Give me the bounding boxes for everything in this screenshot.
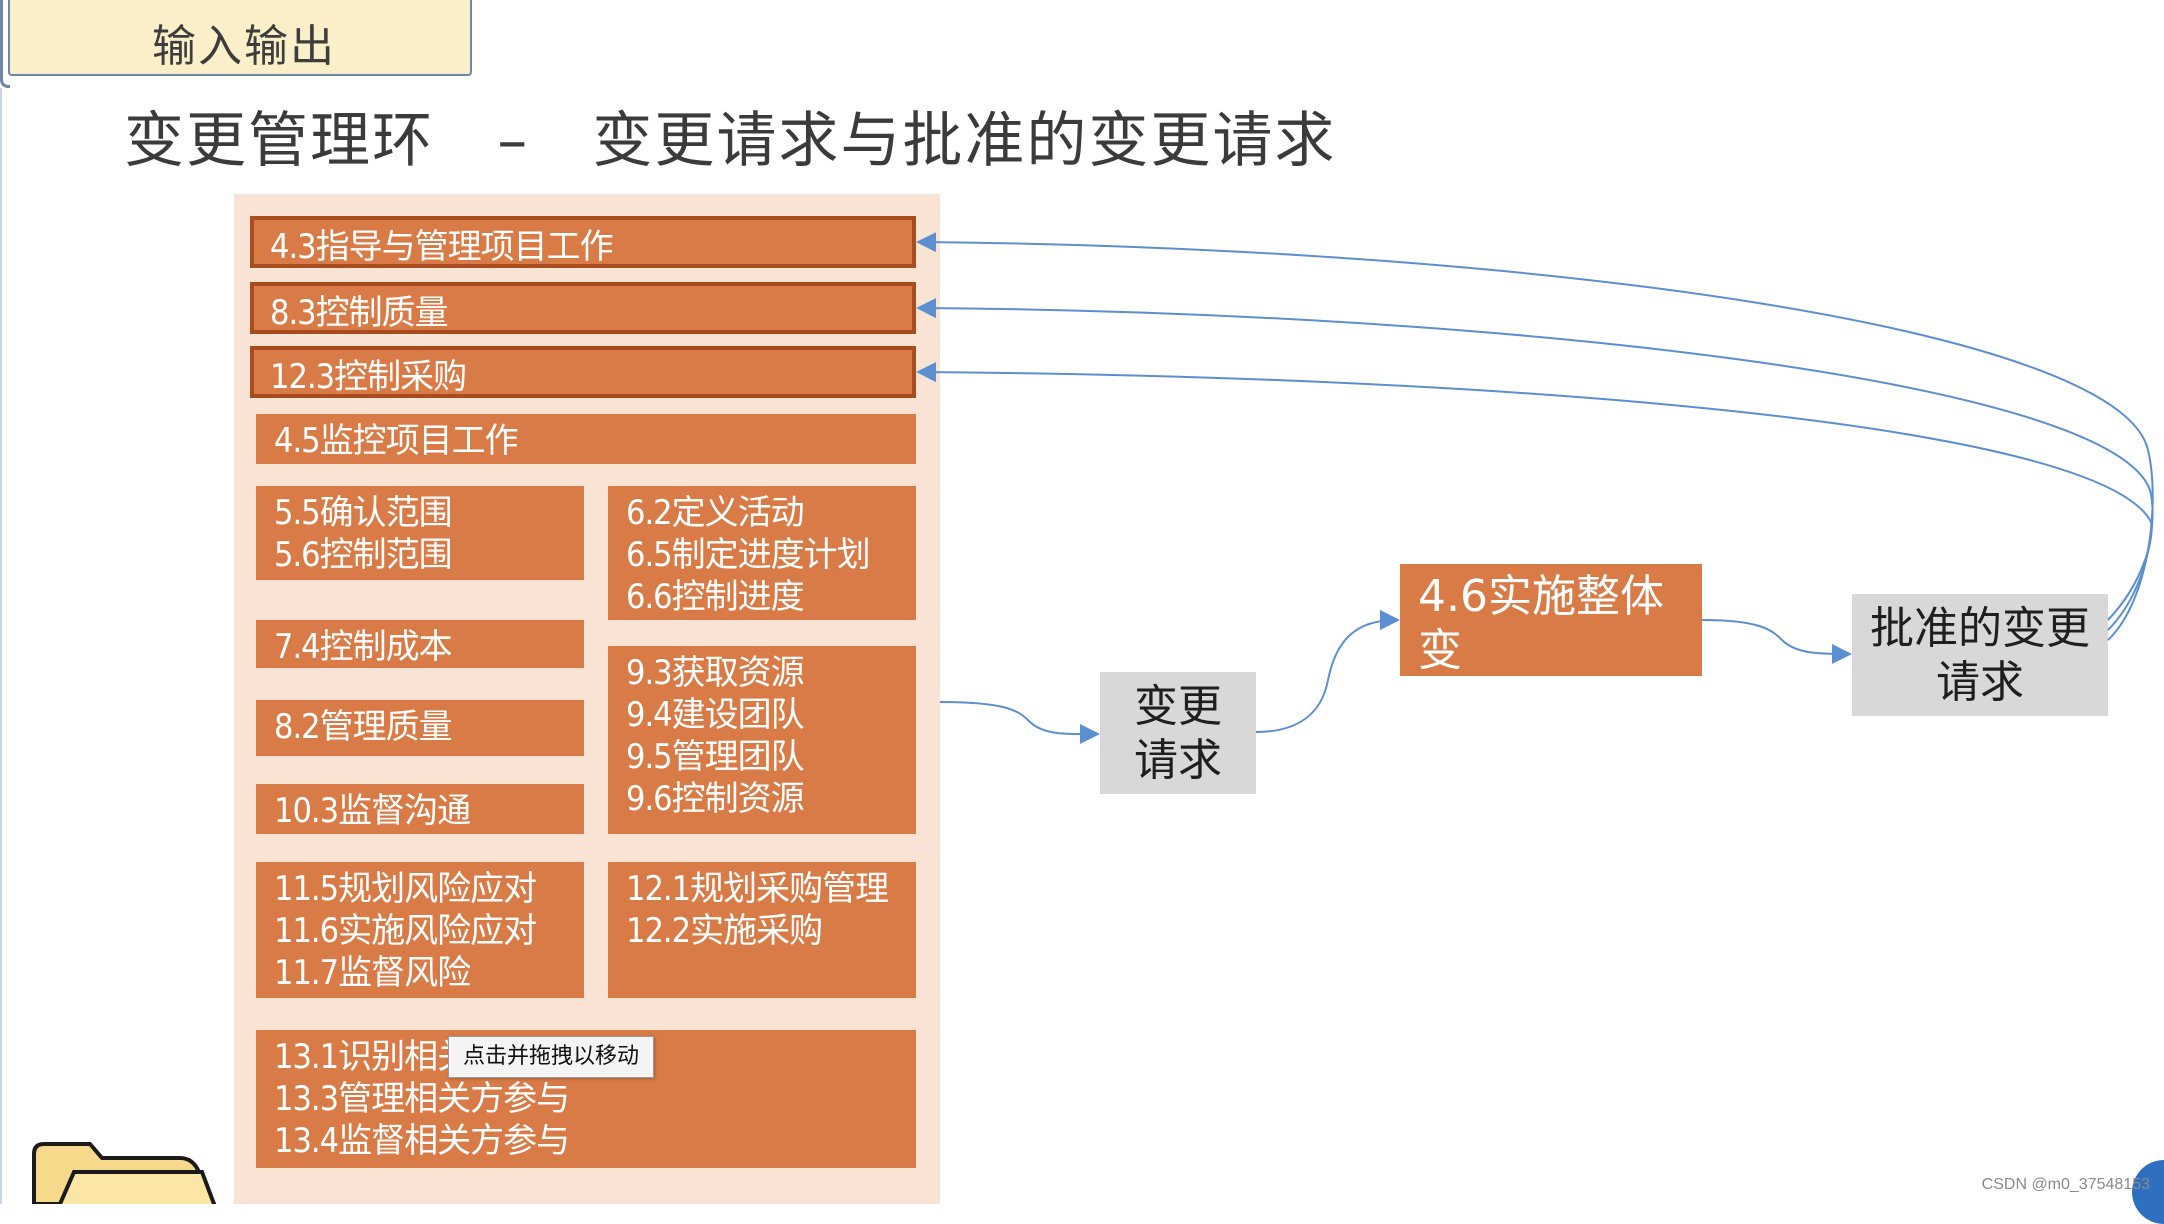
process-label: 7.4控制成本 — [274, 627, 453, 667]
process-label: 13.4监督相关方参与 — [274, 1121, 570, 1161]
arrow-approved-to-4-3 — [916, 232, 2154, 641]
process-label: 9.4建设团队 — [626, 695, 805, 735]
section-tab: 输入输出 — [8, 0, 472, 76]
slide-frame-edge — [0, 88, 2, 1204]
process-12-3: 12.3控制采购 — [250, 346, 916, 398]
arrow-change-request-to-control — [1255, 610, 1400, 733]
process-label: 4.3指导与管理项目工作 — [270, 227, 614, 267]
process-group-5: 5.5确认范围 5.6控制范围 — [256, 486, 584, 580]
process-label: 12.2实施采购 — [626, 911, 823, 951]
process-label: 12.1规划采购管理 — [626, 869, 889, 909]
process-group-9: 9.3获取资源 9.4建设团队 9.5管理团队 9.6控制资源 — [608, 646, 916, 834]
process-4-3: 4.3指导与管理项目工作 — [250, 216, 916, 268]
process-label: 5.6控制范围 — [274, 535, 453, 575]
process-label: 6.5制定进度计划 — [626, 535, 871, 575]
drag-tooltip: 点击并拖拽以移动 — [448, 1036, 654, 1078]
watermark: CSDN @m0_37548153 — [1981, 1176, 2150, 1193]
process-label: 11.6实施风险应对 — [274, 911, 537, 951]
arrow-panel-to-change-request — [939, 701, 1100, 745]
arrow-control-to-approved — [1701, 619, 1852, 664]
slide-frame-corner — [0, 0, 10, 88]
process-label: 8.2管理质量 — [274, 707, 453, 747]
process-group-13: 13.1识别相关方 13.3管理相关方参与 13.4监督相关方参与 — [256, 1030, 916, 1168]
approved-change-request-line: 批准的变更 — [1870, 603, 2090, 654]
arrow-approved-to-12-3 — [916, 362, 2153, 621]
approved-change-request-box: 批准的变更 请求 — [1852, 594, 2108, 716]
process-10-3: 10.3监督沟通 — [256, 784, 584, 834]
process-label: 6.2定义活动 — [626, 493, 805, 533]
process-label: 6.6控制进度 — [626, 577, 805, 617]
process-label: 9.6控制资源 — [626, 779, 805, 819]
folder-icon[interactable] — [30, 1136, 216, 1204]
process-label: 11.7监督风险 — [274, 953, 471, 993]
process-label: 8.3控制质量 — [270, 293, 449, 333]
integrated-change-control-box: 4.6实施整体变 更控制 — [1400, 564, 1702, 730]
integrated-change-control-line: 更控制 — [1418, 679, 1550, 730]
process-8-2: 8.2管理质量 — [256, 700, 584, 756]
slide-title: 变更管理环 – 变更请求与批准的变更请求 — [124, 106, 1337, 176]
change-request-box: 变更 请求 — [1100, 672, 1256, 794]
process-label: 9.5管理团队 — [626, 737, 805, 777]
change-request-line: 请求 — [1134, 735, 1222, 786]
process-label: 13.3管理相关方参与 — [274, 1079, 570, 1119]
process-8-3: 8.3控制质量 — [250, 282, 916, 334]
process-label: 10.3监督沟通 — [274, 791, 471, 831]
integrated-change-control-line: 4.6实施整体变 — [1418, 571, 1664, 676]
process-4-5: 4.5监控项目工作 — [256, 414, 916, 464]
process-label: 9.3获取资源 — [626, 653, 805, 693]
approved-change-request-line: 请求 — [1936, 657, 2024, 708]
process-7-4: 7.4控制成本 — [256, 620, 584, 668]
process-group-11: 11.5规划风险应对 11.6实施风险应对 11.7监督风险 — [256, 862, 584, 998]
process-group-12: 12.1规划采购管理 12.2实施采购 — [608, 862, 916, 998]
process-group-6: 6.2定义活动 6.5制定进度计划 6.6控制进度 — [608, 486, 916, 620]
process-label: 5.5确认范围 — [274, 493, 453, 533]
change-request-line: 变更 — [1134, 681, 1222, 732]
process-label: 4.5监控项目工作 — [274, 421, 519, 461]
process-label: 11.5规划风险应对 — [274, 869, 537, 909]
arrow-approved-to-8-3 — [916, 298, 2154, 631]
process-label: 12.3控制采购 — [270, 357, 467, 397]
